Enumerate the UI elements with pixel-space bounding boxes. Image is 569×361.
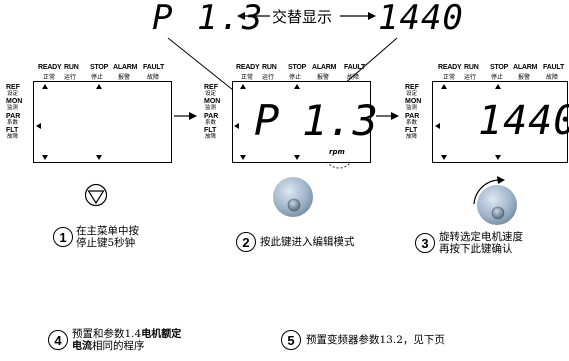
status-run-cn: 运行 xyxy=(262,74,275,81)
side-flt: FLT xyxy=(405,127,418,134)
status-run: RUN xyxy=(262,64,277,71)
side-ref: REF xyxy=(6,84,20,91)
alternate-label: 交替显示 xyxy=(272,8,333,26)
status-stop: STOP xyxy=(288,64,307,71)
side-par-cn: 系数 xyxy=(205,120,217,126)
side-mon: MON xyxy=(405,98,422,105)
step-3-text-line2: 再按下此键确认 xyxy=(439,243,513,255)
stop-indicator-icon xyxy=(495,84,501,89)
status-fault-cn: 故障 xyxy=(546,74,559,81)
step-4-text-line2: 电流相同的程序 xyxy=(72,340,145,353)
side-par-cn: 系数 xyxy=(406,120,418,126)
side-flt-cn: 故障 xyxy=(406,134,418,140)
status-ready: READY xyxy=(438,64,462,71)
step-4-text-bold-b: 电流 xyxy=(72,341,92,352)
side-mon-cn: 监测 xyxy=(406,105,418,111)
panel-2-unit: rpm xyxy=(329,148,345,156)
side-par-cn: 系数 xyxy=(7,120,19,126)
status-alarm: ALARM xyxy=(513,64,538,71)
step-1-text-line2: 停止键5秒钟 xyxy=(76,237,136,249)
status-fault: FAULT xyxy=(143,64,165,71)
stop-button-icon[interactable] xyxy=(84,183,108,211)
side-mon: MON xyxy=(204,98,221,105)
step-2-number: 2 xyxy=(236,232,256,252)
status-alarm: ALARM xyxy=(113,64,138,71)
status-ready: READY xyxy=(38,64,62,71)
side-ref-cn: 设定 xyxy=(406,91,418,97)
panel-3-screen xyxy=(432,81,568,163)
ready-indicator-icon xyxy=(42,84,48,89)
status-alarm-cn: 报警 xyxy=(118,74,131,81)
status-fault: FAULT xyxy=(543,64,565,71)
status-run: RUN xyxy=(64,64,79,71)
status-run-cn: 运行 xyxy=(64,74,77,81)
step-4-text-a: 预置和参数1.4 xyxy=(72,328,142,340)
status-stop-cn: 停止 xyxy=(289,74,302,81)
status-ready-cn: 正常 xyxy=(241,74,254,81)
side-par: PAR xyxy=(6,113,21,120)
status-ready-cn: 正常 xyxy=(443,74,456,81)
status-fault-cn: 故障 xyxy=(347,74,360,81)
par-indicator-icon xyxy=(36,123,41,129)
status-ready: READY xyxy=(236,64,260,71)
step-3-number: 3 xyxy=(415,233,435,253)
panel-1-screen xyxy=(33,81,172,163)
status-alarm: ALARM xyxy=(312,64,337,71)
top-right-code: 1440 xyxy=(378,0,464,38)
par-indicator-icon xyxy=(234,123,239,129)
status-alarm-cn: 报警 xyxy=(317,74,330,81)
par-indicator-icon xyxy=(435,123,440,129)
status-run: RUN xyxy=(464,64,479,71)
panel-2-param-number: 1.3 xyxy=(302,96,378,145)
side-ref-cn: 设定 xyxy=(205,91,217,97)
step-4-text-line1: 预置和参数1.4电机额定 xyxy=(72,328,181,341)
ready-indicator-icon xyxy=(441,84,447,89)
side-flt-cn: 故障 xyxy=(7,134,19,140)
side-ref: REF xyxy=(204,84,218,91)
side-mon-cn: 监测 xyxy=(205,105,217,111)
step-2-text: 按此键进入编辑模式 xyxy=(260,236,355,248)
status-stop-cn: 停止 xyxy=(91,74,104,81)
panel-2-screen xyxy=(232,81,371,163)
side-flt: FLT xyxy=(204,127,217,134)
panel-3-value: 1440 xyxy=(478,98,569,144)
stop-indicator-icon xyxy=(294,84,300,89)
flt-indicator-icon xyxy=(441,155,447,160)
status-alarm-cn: 报警 xyxy=(518,74,531,81)
status-stop: STOP xyxy=(490,64,509,71)
stop-indicator-icon xyxy=(96,84,102,89)
indicator-icon xyxy=(96,155,102,160)
step-1-text-line1: 在主菜单中按 xyxy=(76,225,139,237)
step-3-text-line1: 旋转选定电机速度 xyxy=(439,231,523,243)
ready-indicator-icon xyxy=(240,84,246,89)
side-mon-cn: 监测 xyxy=(7,105,19,111)
flt-indicator-icon xyxy=(42,155,48,160)
side-par: PAR xyxy=(204,113,219,120)
status-run-cn: 运行 xyxy=(464,74,477,81)
step-4-text-bold-a: 电机额定 xyxy=(141,329,182,340)
side-flt-cn: 故障 xyxy=(205,134,217,140)
side-mon: MON xyxy=(6,98,23,105)
knob-dial-icon[interactable] xyxy=(476,184,518,230)
side-par: PAR xyxy=(405,113,420,120)
status-fault: FAULT xyxy=(344,64,366,71)
indicator-icon xyxy=(294,155,300,160)
step-1-number: 1 xyxy=(53,227,73,247)
side-ref-cn: 设定 xyxy=(7,91,19,97)
side-ref: REF xyxy=(405,84,419,91)
status-stop-cn: 停止 xyxy=(491,74,504,81)
status-ready-cn: 正常 xyxy=(43,74,56,81)
step-5-number: 5 xyxy=(281,330,301,350)
indicator-icon xyxy=(495,155,501,160)
side-flt: FLT xyxy=(6,127,19,134)
step-4-text-b: 相同的程序 xyxy=(92,340,145,352)
step-4-number: 4 xyxy=(48,330,68,350)
panel-2-param-letter: P xyxy=(254,96,280,145)
step-5-text: 预置变频器参数13.2，见下页 xyxy=(306,334,445,346)
status-stop: STOP xyxy=(90,64,109,71)
status-fault-cn: 故障 xyxy=(147,74,160,81)
knob-button-icon[interactable] xyxy=(272,176,314,222)
flt-indicator-icon xyxy=(240,155,246,160)
